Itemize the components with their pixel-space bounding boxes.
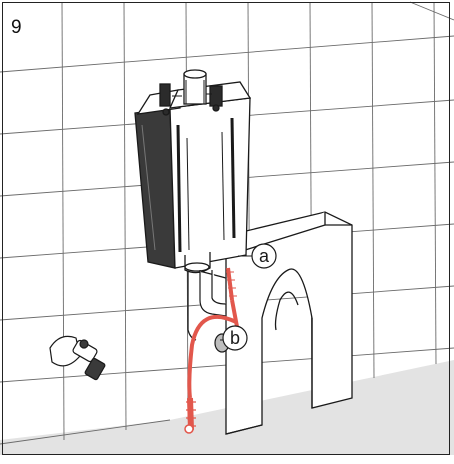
callout-b-label: b [230,328,240,348]
step-number: 9 [11,17,22,38]
floor [0,360,454,455]
callout-a-label: a [259,246,270,266]
callout-a: a [251,243,277,269]
callout-b: b [222,325,248,351]
inlet-pipe [199,270,230,353]
cistern [134,69,252,274]
angle-valve [49,335,106,381]
